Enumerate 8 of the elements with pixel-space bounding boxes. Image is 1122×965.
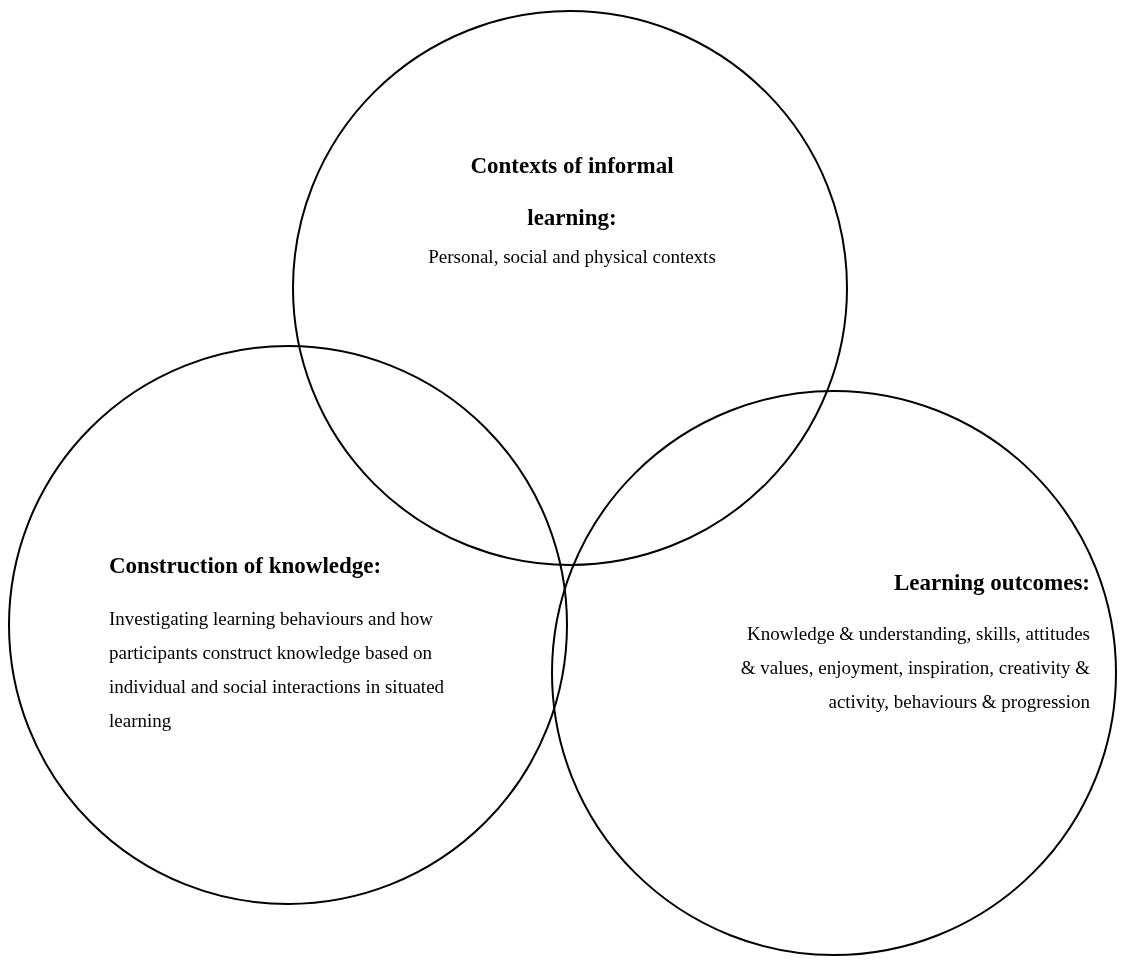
venn-circle xyxy=(8,345,568,905)
circle-description: Personal, social and physical contexts xyxy=(427,245,717,269)
circle-description: Knowledge & understanding, skills, attitudes & values, enjoyment, inspiration, creativity & activity, behaviours & progression xyxy=(740,622,1090,714)
circle-description: Investigating learning behaviours and how participants construct knowledge based on individual and social interactions in situated learning xyxy=(109,607,446,733)
circle-heading: Learning outcomes: xyxy=(892,569,1090,597)
circle-heading: Contexts of informal learning: xyxy=(469,152,675,232)
circle-heading: Construction of knowledge: xyxy=(109,552,383,580)
venn-circle xyxy=(551,390,1117,956)
